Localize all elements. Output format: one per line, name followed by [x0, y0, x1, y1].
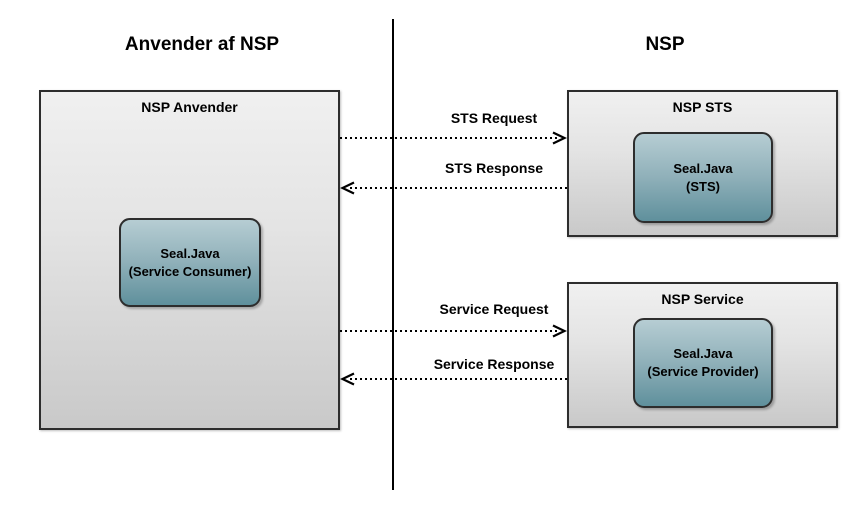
arrowhead-right-icon	[552, 131, 567, 145]
component-name: Seal.Java	[673, 160, 733, 176]
sts-request-label: STS Request	[450, 110, 538, 126]
service-response-label: Service Response	[433, 356, 555, 372]
component-name: Seal.Java	[673, 346, 733, 362]
dotted-arrow-left	[340, 372, 567, 386]
nsp-sts-box-label: NSP STS	[672, 99, 733, 115]
right-panel-title: NSP	[645, 34, 685, 55]
dotted-arrow-right	[340, 131, 567, 145]
sts-request-arrow	[340, 131, 567, 145]
component-name: Seal.Java	[160, 245, 220, 261]
seal-java-service-provider-box: Seal.Java (Service Provider)	[633, 318, 773, 408]
seal-java-service-consumer-box: Seal.Java (Service Consumer)	[119, 218, 261, 307]
dotted-arrow-right	[340, 324, 567, 338]
seal-java-sts-box: Seal.Java (STS)	[633, 132, 773, 223]
arrowhead-left-icon	[340, 181, 355, 195]
service-response-arrow	[340, 372, 567, 386]
service-request-arrow	[340, 324, 567, 338]
nsp-service-box-label: NSP Service	[661, 291, 744, 307]
component-role: (STS)	[686, 178, 720, 194]
component-role: (Service Consumer)	[128, 263, 252, 279]
sts-response-label: STS Response	[444, 160, 544, 176]
sts-response-arrow	[340, 181, 567, 195]
arrowhead-left-icon	[340, 372, 355, 386]
boundary-separator-line	[392, 19, 394, 490]
left-panel-title: Anvender af NSP	[124, 34, 280, 55]
component-role: (Service Provider)	[647, 364, 759, 379]
service-request-label: Service Request	[439, 301, 549, 317]
arrowhead-right-icon	[552, 324, 567, 338]
nsp-anvender-box-label: NSP Anvender	[141, 99, 238, 115]
dotted-arrow-left	[340, 181, 567, 195]
